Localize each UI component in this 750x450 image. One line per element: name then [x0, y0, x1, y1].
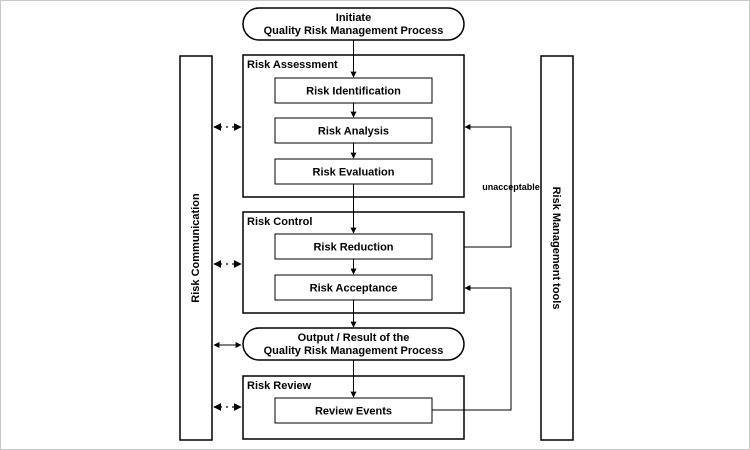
risk-management-tools-bar [540, 55, 574, 441]
output-line1: Output / Result of the [298, 332, 410, 344]
risk-acceptance-box [274, 274, 433, 301]
risk-reduction-box [274, 233, 433, 260]
initiate-line1: Initiate [336, 12, 371, 24]
risk-management-tools-label: Risk Management tools [550, 187, 562, 310]
risk-identification-label: Risk Identification [306, 86, 401, 98]
risk-control-title: Risk Control [247, 216, 312, 228]
output-line2: Quality Risk Management Process [264, 345, 444, 357]
initiate-line2: Quality Risk Management Process [264, 25, 444, 37]
risk-analysis-label: Risk Analysis [318, 126, 389, 138]
risk-reduction-label: Risk Reduction [313, 242, 393, 254]
feedback-arrow-unacceptable [464, 124, 512, 248]
risk-review-title: Risk Review [247, 380, 312, 392]
risk-communication-bar [179, 55, 213, 441]
feedback-arrow-review [432, 285, 512, 411]
risk-evaluation-label: Risk Evaluation [313, 167, 395, 179]
review-events-label: Review Events [315, 406, 392, 418]
feedback-label: unacceptable [482, 182, 540, 192]
risk-evaluation-box [274, 158, 433, 185]
risk-assessment-title: Risk Assessment [247, 59, 338, 71]
risk-communication-label: Risk Communication [190, 193, 202, 303]
risk-acceptance-label: Risk Acceptance [310, 283, 398, 295]
review-events-box [274, 397, 433, 424]
